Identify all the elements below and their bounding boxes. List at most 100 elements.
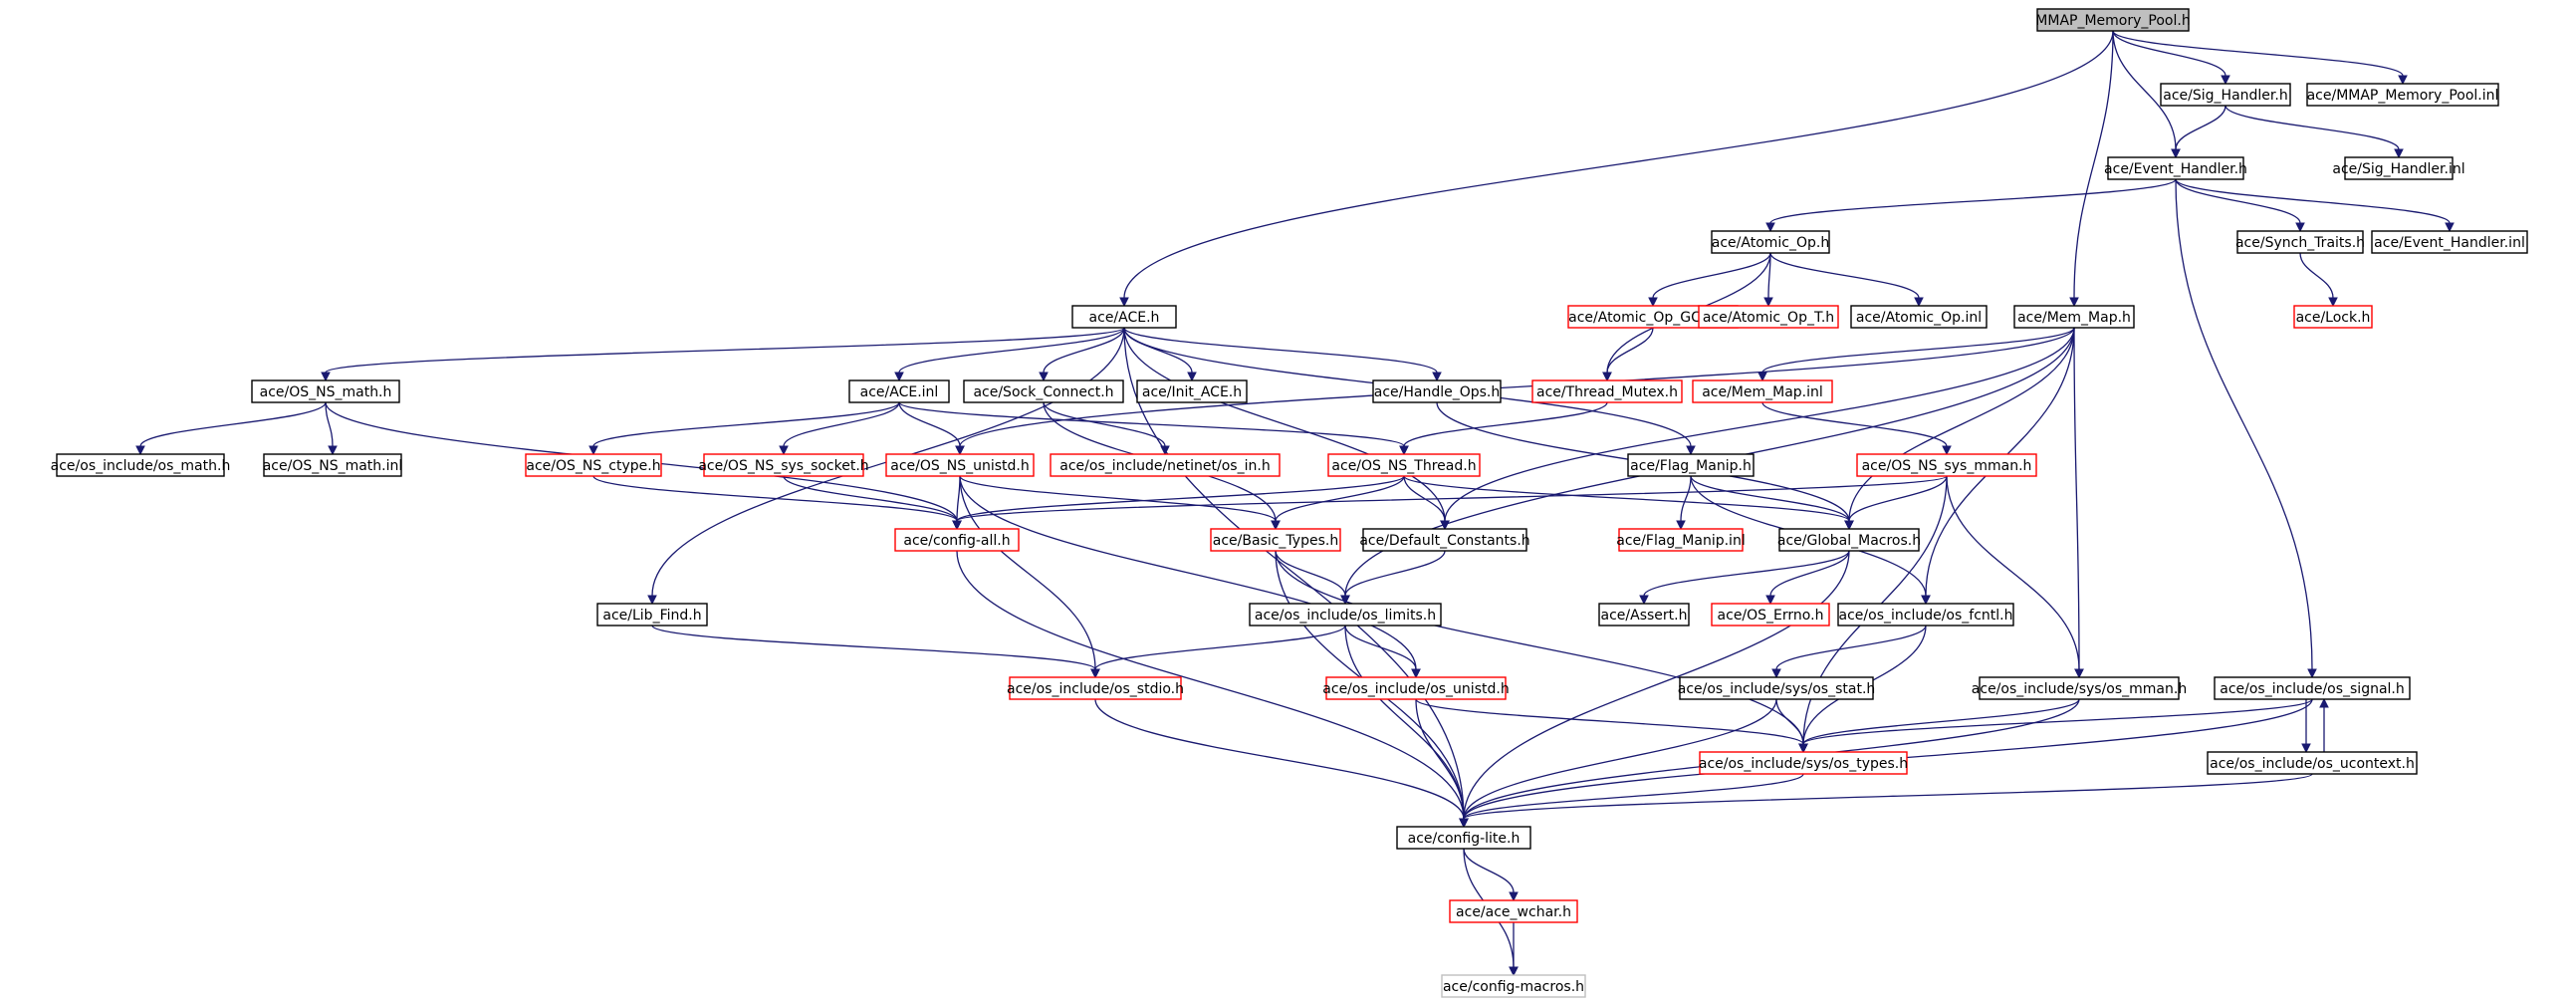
node-label: ace/os_include/os_ucontext.h [2210,756,2415,772]
node-box [1441,974,1586,998]
file-node[interactable]: ace/OS_NS_Thread.h [1327,453,1481,477]
node-box [1698,305,1839,329]
file-node[interactable]: ace/Synch_Traits.h [2235,230,2365,254]
node-label: ace/Mem_Map.h [2017,310,2131,326]
node-box [2214,676,2411,700]
node-label: ace/os_include/os_math.h [51,458,231,474]
file-node[interactable]: ace/os_include/os_unistd.h [1322,676,1510,700]
file-node[interactable]: ace/os_include/netinet/os_in.h [1050,453,1281,477]
file-node[interactable]: ace/Sock_Connect.h [963,379,1124,403]
edge-line [959,475,1096,670]
file-node[interactable]: ace/os_include/sys/os_stat.h [1678,676,1876,700]
node-label: ace/OS_NS_math.inl [263,458,403,474]
arrowhead-icon [2445,222,2455,233]
edge-n34-n37 [1639,550,1850,606]
file-node[interactable]: ace/Default_Constants.h [1359,528,1530,552]
file-node[interactable]: ace/Lock.h [2293,305,2373,329]
node-label: ace/OS_NS_Thread.h [1331,458,1476,474]
node-box [1627,453,1755,477]
file-node[interactable]: ace/os_include/sys/os_mman.h [1972,676,2187,700]
node-label: ace/config-lite.h [1408,831,1521,847]
file-node[interactable]: ace/Basic_Types.h [1210,528,1341,552]
edge-n48-n49 [1509,921,1519,977]
file-node[interactable]: ace/config-all.h [894,528,1020,552]
arrowhead-icon [1648,297,1658,308]
edge-n40-n47 [1094,698,1469,829]
file-node[interactable]: ace/os_include/sys/os_types.h [1699,751,1908,775]
file-node[interactable]: ace/ACE.inl [848,379,950,403]
file-node[interactable]: ace/Assert.h [1598,603,1690,627]
edge-line [1275,475,1405,522]
file-node[interactable]: ace/os_include/os_ucontext.h [2207,751,2418,775]
file-node[interactable]: ace/Event_Handler.h [2104,156,2247,180]
file-node[interactable]: ace/MMAP_Memory_Pool.inl [2306,83,2499,107]
edge-line [1275,550,1346,597]
edge-line [956,475,1405,522]
edge-line [1043,327,1125,374]
arrowhead-icon [2394,148,2404,159]
file-node[interactable]: ace/ACE.h [1071,305,1177,329]
edge-line [1463,550,1850,820]
file-node[interactable]: ace/os_include/os_fcntl.h [1837,603,2014,627]
edge-n3-n5 [1765,178,2177,233]
edge-line [959,475,1277,522]
file-node[interactable]: ace/Handle_Ops.h [1372,379,1502,403]
file-node[interactable]: ace/Atomic_Op.h [1711,230,1830,254]
node-box [525,453,662,477]
file-node[interactable]: ace/os_include/os_signal.h [2214,676,2411,700]
file-node[interactable]: ace/OS_NS_sys_mman.h [1856,453,2037,477]
file-node[interactable]: ace/Sig_Handler.h [2160,83,2291,107]
node-box [251,379,400,403]
node-label: ace/os_include/sys/os_types.h [1699,756,1908,772]
edge-line [1444,327,2075,522]
edge-line [1946,475,2080,670]
file-node[interactable]: ace/os_include/os_stdio.h [1007,676,1184,700]
edge-n1-n3 [2171,105,2226,159]
file-node[interactable]: ace/OS_NS_math.h [251,379,400,403]
file-node[interactable]: ace/Init_ACE.h [1136,379,1248,403]
file-node[interactable]: ace/Atomic_Op_T.h [1698,305,1839,329]
edge-line [1344,625,1465,820]
edge-line [1680,475,1692,522]
edge-line [1463,773,2313,820]
file-node[interactable]: ace/os_include/os_limits.h [1249,603,1442,627]
file-node[interactable]: ace/OS_NS_math.inl [263,453,403,477]
node-label: ace/Flag_Manip.inl [1616,533,1745,549]
node-box [56,453,225,477]
file-node[interactable]: ace/Mem_Map.h [2013,305,2135,329]
file-node[interactable]: ace/OS_NS_ctype.h [525,453,662,477]
file-node[interactable]: ace/OS_Errno.h [1711,603,1830,627]
edge-n12-n18 [1123,327,1442,382]
edge-line [1802,698,2313,745]
edge-n15-n25 [898,401,965,456]
file-node[interactable]: ace/Mem_Map.inl [1692,379,1833,403]
node-label: ace/OS_NS_unistd.h [890,458,1030,474]
file-node[interactable]: ace/OS_NS_sys_socket.h [698,453,869,477]
file-node[interactable]: ace/Atomic_Op_GCC_T.h [1567,305,1739,329]
node-box [1711,230,1830,254]
file-node[interactable]: ace/Atomic_Op.inl [1850,305,1988,329]
node-label: ace/Atomic_Op_T.h [1703,310,1834,326]
file-node[interactable]: ace/Thread_Mutex.h [1531,379,1683,403]
file-node[interactable]: ace/Lib_Find.h [596,603,708,627]
file-node[interactable]: ace/Flag_Manip.h [1627,453,1755,477]
node-box [1531,379,1683,403]
arrowhead-icon [588,445,598,456]
file-node[interactable]: ace/Flag_Manip.inl [1616,528,1746,552]
file-node[interactable]: ace/ace_wchar.h [1449,899,1578,923]
arrowhead-icon [1602,372,1612,382]
file-node[interactable]: ace/config-lite.h [1396,826,1531,850]
file-node[interactable]: ace/Sig_Handler.inl [2332,156,2465,180]
file-node[interactable]: ace/Global_Macros.h [1777,528,1921,552]
file-node[interactable]: ace/Event_Handler.inl [2371,230,2528,254]
file-node[interactable]: ace/os_include/os_math.h [51,453,231,477]
node-box [885,453,1035,477]
file-node[interactable]: ace/OS_NS_unistd.h [885,453,1035,477]
node-box [1979,676,2180,700]
edge-n23-n30 [592,475,962,531]
node-box [848,379,950,403]
arrowhead-icon [1039,372,1049,382]
edge-n16-n26 [1043,401,1170,456]
file-node[interactable]: ace/config-macros.h [1441,974,1586,998]
